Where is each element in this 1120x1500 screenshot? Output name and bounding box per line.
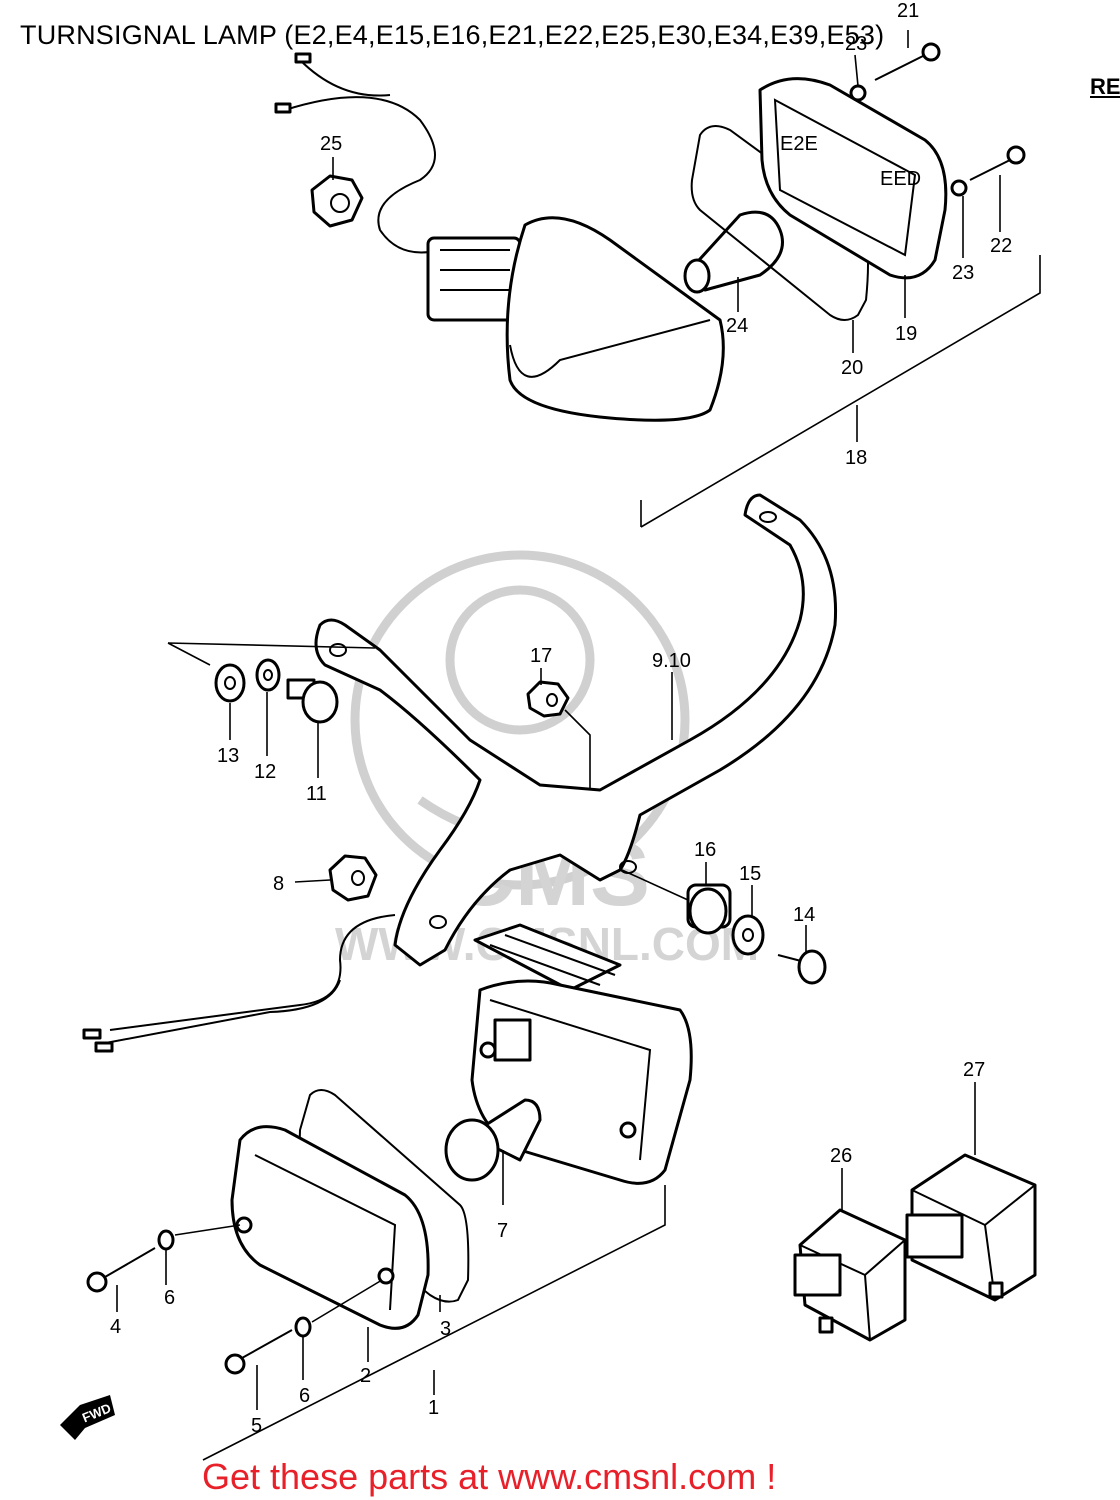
leader-8 [294, 879, 331, 883]
promo-banner[interactable]: Get these parts at www.cmsnl.com ! [202, 1456, 777, 1497]
bracket-1 [202, 1185, 666, 1461]
part-6-washer-lower [294, 1279, 383, 1380]
part-number-label: 12 [254, 761, 276, 783]
part-number-label: 11 [306, 783, 327, 805]
part-19-lens: EED E2E [758, 77, 948, 280]
leader-23-upper [854, 54, 859, 87]
part-26-relay [793, 1168, 907, 1342]
part-14-bolt [777, 949, 827, 985]
part-8-nut [328, 854, 378, 902]
part-number-label: 9.10 [652, 650, 691, 672]
part-25-nut [310, 174, 364, 228]
part-12-lockwasher [255, 658, 281, 692]
part-5-screw [224, 1329, 293, 1410]
part-number-label: 14 [793, 904, 815, 926]
part-7-bulb [444, 1098, 542, 1205]
part-number-label: 16 [694, 839, 716, 861]
part-number-label: 6 [299, 1385, 310, 1407]
bracket-18 [640, 255, 1041, 528]
part-number-label: 23 [845, 33, 867, 55]
part-6-washer-upper [157, 1224, 241, 1285]
top-wire-terminal-a [274, 102, 292, 114]
part-11-bolt [286, 678, 339, 724]
part-number-label: 25 [320, 133, 342, 155]
part-22-screw [969, 145, 1026, 181]
part-number-label: 23 [952, 262, 974, 284]
top-lamp-housing [426, 216, 725, 422]
part-24-bulb [683, 210, 784, 294]
part-number-label: 19 [895, 323, 917, 345]
part-number-label: 6 [164, 1287, 175, 1309]
part-number-label: 22 [990, 235, 1012, 257]
part-number-label: 20 [841, 357, 863, 379]
part-23-nut-lower [950, 179, 968, 197]
part-number-label: 2 [360, 1365, 371, 1387]
svg-text:EED: EED [880, 168, 921, 190]
part-number-label: 21 [897, 0, 919, 22]
fwd-arrow-icon: FWD [60, 1395, 115, 1440]
part-number-label: 24 [726, 315, 748, 337]
part-number-label: 13 [217, 745, 239, 767]
top-lamp-wire [274, 52, 441, 254]
leader-16-bracket [621, 869, 689, 901]
part-number-label: 26 [830, 1145, 852, 1167]
part-2-lens [230, 1125, 430, 1362]
leader-13-bracket [167, 642, 376, 666]
diagram-title: TURNSIGNAL LAMP (E2,E4,E15,E16,E21,E22,E… [20, 20, 885, 50]
part-number-label: 4 [110, 1316, 121, 1338]
part-13-washer [214, 663, 246, 703]
part-16-spacer [686, 883, 732, 935]
part-number-label: 1 [428, 1397, 439, 1419]
part-number-label: 3 [440, 1318, 451, 1340]
part-20-gasket [690, 125, 869, 321]
part-number-label: 27 [963, 1059, 985, 1081]
part-27-relay [905, 1082, 1037, 1302]
part-9-10-bracket [314, 493, 838, 967]
part-17-nut [526, 680, 591, 790]
ref-label: REF [1090, 74, 1120, 99]
part-number-label: 7 [497, 1220, 508, 1242]
part-number-label: 18 [845, 447, 867, 469]
part-number-label: 17 [530, 645, 552, 667]
part-21-screw [874, 42, 941, 81]
part-number-label: 15 [739, 863, 761, 885]
part-number-label: 8 [273, 873, 284, 895]
part-15-washer [731, 914, 765, 956]
svg-text:E2E: E2E [780, 133, 818, 155]
part-number-label: 5 [251, 1415, 262, 1437]
top-wire-terminal-b [294, 52, 312, 64]
lower-lamp-wire [82, 914, 396, 1053]
part-4-screw [86, 1247, 156, 1312]
part-23-nut-upper [849, 84, 867, 102]
